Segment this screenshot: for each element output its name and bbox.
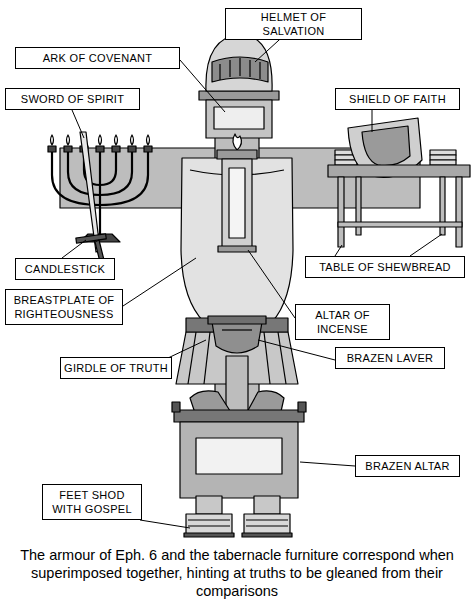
callout-box: BRAZEN LAVER (335, 347, 445, 369)
candle-cups (48, 146, 152, 242)
callout-text-group: BRAZEN ALTAR (365, 459, 450, 473)
callout-label: BRAZEN ALTAR (365, 459, 450, 473)
callout-box: FEET SHOD WITH GOSPEL (42, 484, 142, 520)
candle-flames (51, 135, 150, 145)
callout-box: ARK OF COVENANT (15, 47, 180, 69)
sandals-drawing (184, 496, 292, 537)
table-drawing (328, 118, 470, 247)
callout-text-group: GIRDLE OF TRUTH (64, 361, 168, 375)
callout-text-group: ALTAR OF INCENSE (299, 308, 386, 336)
callout-text-group: SWORD OF SPIRIT (21, 92, 125, 106)
ark-drawing (199, 91, 279, 138)
callout-box: BRAZEN ALTAR (355, 455, 460, 477)
callout-box: SHIELD OF FAITH (335, 88, 460, 110)
callout-label: SHIELD OF FAITH (349, 92, 446, 106)
callout-label: SWORD OF SPIRIT (21, 92, 125, 106)
callout-label: CANDLESTICK (25, 262, 105, 276)
breastplate-drawing (181, 158, 293, 322)
candlestick-drawing (52, 150, 148, 236)
callout-label: ARK OF COVENANT (43, 51, 153, 65)
callout-text-group: SHIELD OF FAITH (349, 92, 446, 106)
callout-label: BREASTPLATE OF RIGHTEOUSNESS (9, 293, 119, 321)
callout-label: GIRDLE OF TRUTH (64, 361, 168, 375)
callout-box: BREASTPLATE OF RIGHTEOUSNESS (5, 289, 123, 325)
callout-box: GIRDLE OF TRUTH (60, 357, 172, 379)
callout-text-group: HELMET OF SALVATION (229, 10, 358, 38)
callout-label: FEET SHOD WITH GOSPEL (46, 488, 138, 516)
callout-text-group: BREASTPLATE OF RIGHTEOUSNESS (9, 293, 119, 321)
caption: The armour of Eph. 6 and the tabernacle … (14, 546, 460, 600)
incense-altar-drawing (217, 134, 257, 252)
sword-drawing (76, 132, 106, 267)
callout-text-group: FEET SHOD WITH GOSPEL (46, 488, 138, 516)
callout-label: ALTAR OF INCENSE (299, 308, 386, 336)
callout-box: HELMET OF SALVATION (225, 8, 362, 40)
callout-text-group: CANDLESTICK (25, 262, 105, 276)
callout-text-group: ARK OF COVENANT (43, 51, 153, 65)
callout-text-group: TABLE OF SHEWBREAD (319, 260, 451, 274)
callout-box: CANDLESTICK (15, 258, 115, 280)
callout-box: SWORD OF SPIRIT (5, 88, 140, 110)
callout-text-group: BRAZEN LAVER (347, 351, 434, 365)
callout-box: ALTAR OF INCENSE (295, 304, 390, 340)
callout-label: BRAZEN LAVER (347, 351, 434, 365)
callout-label: TABLE OF SHEWBREAD (319, 260, 451, 274)
callout-box: TABLE OF SHEWBREAD (305, 256, 465, 278)
brazen-altar-drawing (172, 402, 306, 498)
callout-label: HELMET OF SALVATION (229, 10, 358, 38)
